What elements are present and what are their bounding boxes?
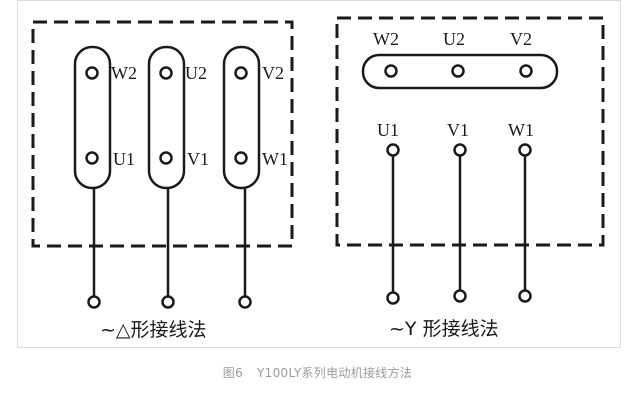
delta-terminal-box [31,20,294,248]
star-phase-lead-2 [453,143,467,303]
supply-terminal [386,291,400,305]
star-phase-lead-3 [518,143,532,303]
terminal-post [85,151,99,165]
supply-terminal [161,295,175,309]
delta-link-bar [73,45,112,190]
terminal-label: W1 [508,120,534,140]
supply-terminal [518,289,532,303]
figure-caption: 图6 Y100LY系列电动机接线方法 [0,364,635,381]
delta-link-bar [222,45,261,190]
terminal-post [451,64,465,78]
figure-number: 图6 [222,366,244,380]
star-connection-title: ~Y 形接线法 [389,318,499,340]
star-neutral-link [361,53,559,90]
terminal-label: U1 [377,120,399,140]
terminal-post [519,64,533,78]
terminal-label: V1 [187,149,209,169]
delta-connection-title: ~△形接线法 [100,319,207,341]
terminal-label: W1 [262,149,288,169]
star-link-bar [361,53,559,90]
terminal-label: U2 [185,63,207,83]
terminal-label: V2 [510,29,532,49]
terminal-post [386,143,400,157]
delta-link-2: U2 V1 [147,45,209,309]
terminal-label: V1 [447,120,469,140]
terminal-post [518,143,532,157]
terminal-label: W2 [373,29,399,49]
supply-terminal [453,289,467,303]
star-phase-lead-1 [386,143,400,305]
terminal-post [234,66,248,80]
terminal-post [384,64,398,78]
terminal-post [234,151,248,165]
terminal-post [85,66,99,80]
caption-text: Y100LY系列电动机接线方法 [257,366,413,380]
delta-link-1: W2 U1 [73,45,137,309]
wiring-diagram: W2 U1 U2 V1 V2 W1 ~△形接线法 W2 U2 V2 U1 V1 … [31,16,605,341]
supply-terminal [238,295,252,309]
star-terminal-box [335,16,605,247]
delta-link-bar [147,45,186,190]
terminal-post [159,66,173,80]
terminal-label: U2 [443,29,465,49]
terminal-label: V2 [262,63,284,83]
terminal-post [453,143,467,157]
terminal-label: U1 [113,149,135,169]
supply-terminal [87,295,101,309]
terminal-post [159,151,173,165]
figure-frame [17,0,621,348]
delta-link-3: V2 W1 [222,45,288,309]
terminal-label: W2 [111,63,137,83]
